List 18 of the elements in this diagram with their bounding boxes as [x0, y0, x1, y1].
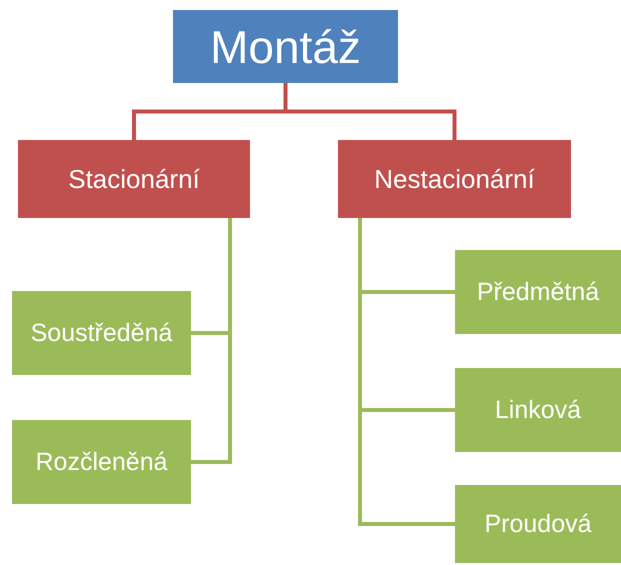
- connector-line: [284, 83, 456, 140]
- type-box: [455, 250, 621, 334]
- connector-line: [358, 218, 455, 526]
- type-box: [455, 368, 621, 452]
- category-box: [18, 140, 250, 218]
- node-label: Soustředěná: [30, 318, 172, 348]
- node-label: Předmětná: [476, 278, 600, 306]
- type-box: [12, 420, 191, 504]
- node-label: Linková: [494, 396, 582, 424]
- node-label: Nestacionární: [374, 164, 535, 194]
- type-box: [12, 291, 191, 375]
- category-box: [338, 140, 571, 218]
- node-label: Proudová: [484, 510, 592, 538]
- node-label: Stacionární: [68, 164, 200, 194]
- node-label: Rozčleněná: [35, 448, 168, 476]
- type-box: [455, 485, 621, 563]
- title-box: [173, 10, 398, 83]
- node-label: Montáž: [210, 20, 361, 74]
